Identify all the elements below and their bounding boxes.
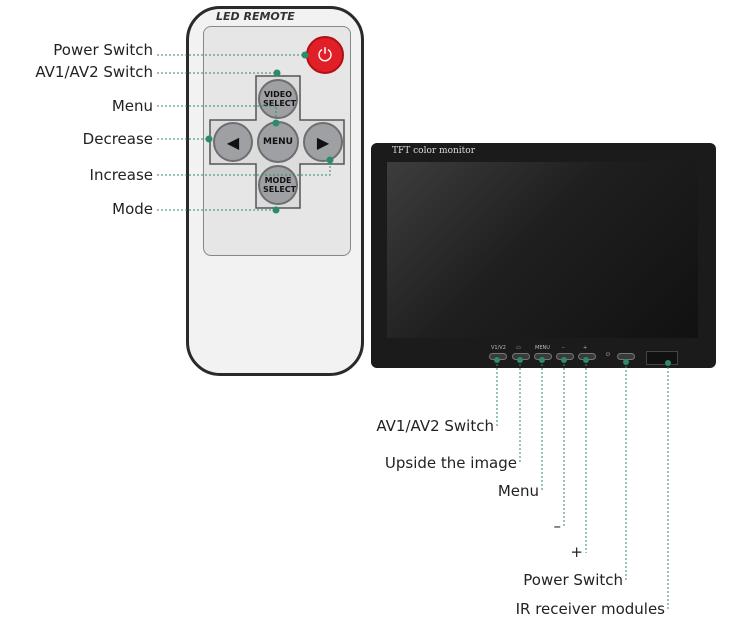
remote-video-select-button[interactable]: VIDEO SELECT <box>258 79 298 119</box>
label-monitor-power: Power Switch <box>523 571 623 589</box>
right-arrow-icon: ▶ <box>316 132 330 152</box>
mode-select-label: MODE SELECT <box>263 176 297 194</box>
label-monitor-plus: + <box>570 543 583 561</box>
label-remote-power: Power Switch <box>53 41 153 59</box>
left-arrow-icon: ◀ <box>226 132 240 152</box>
label-monitor-menu: Menu <box>497 482 539 500</box>
monitor-mark-plus: + <box>583 345 588 351</box>
remote-title: LED REMOTE <box>216 10 295 23</box>
monitor-title: TFT color monitor <box>392 146 475 156</box>
label-monitor-av: AV1/AV2 Switch <box>376 417 494 435</box>
monitor-mark-minus: – <box>562 345 565 351</box>
label-remote-av: AV1/AV2 Switch <box>35 63 153 81</box>
remote-mode-select-button[interactable]: MODE SELECT <box>258 165 298 205</box>
label-remote-mode: Mode <box>112 200 153 218</box>
remote-left-button[interactable]: ◀ <box>213 122 253 162</box>
label-remote-decrease: Decrease <box>82 130 153 148</box>
power-icon: ⏻ <box>317 44 333 66</box>
label-monitor-upside: Upside the image <box>384 454 517 472</box>
remote-right-button[interactable]: ▶ <box>303 122 343 162</box>
video-select-label: VIDEO SELECT <box>263 90 297 108</box>
monitor-mark-power: ⏻ <box>606 352 610 358</box>
monitor-mark-upside: ▭ <box>516 345 521 351</box>
remote-power-button[interactable]: ⏻ <box>306 36 344 74</box>
menu-label: MENU <box>263 136 293 147</box>
label-monitor-ir: IR receiver modules <box>515 600 665 618</box>
monitor-mark-av: V1/V2 <box>491 345 506 351</box>
label-remote-menu: Menu <box>111 97 153 115</box>
label-monitor-minus: – <box>553 517 562 535</box>
monitor-screen <box>387 162 698 338</box>
monitor-mark-menu: MENU <box>535 345 550 351</box>
remote-menu-button[interactable]: MENU <box>257 121 299 163</box>
label-remote-increase: Increase <box>89 166 153 184</box>
